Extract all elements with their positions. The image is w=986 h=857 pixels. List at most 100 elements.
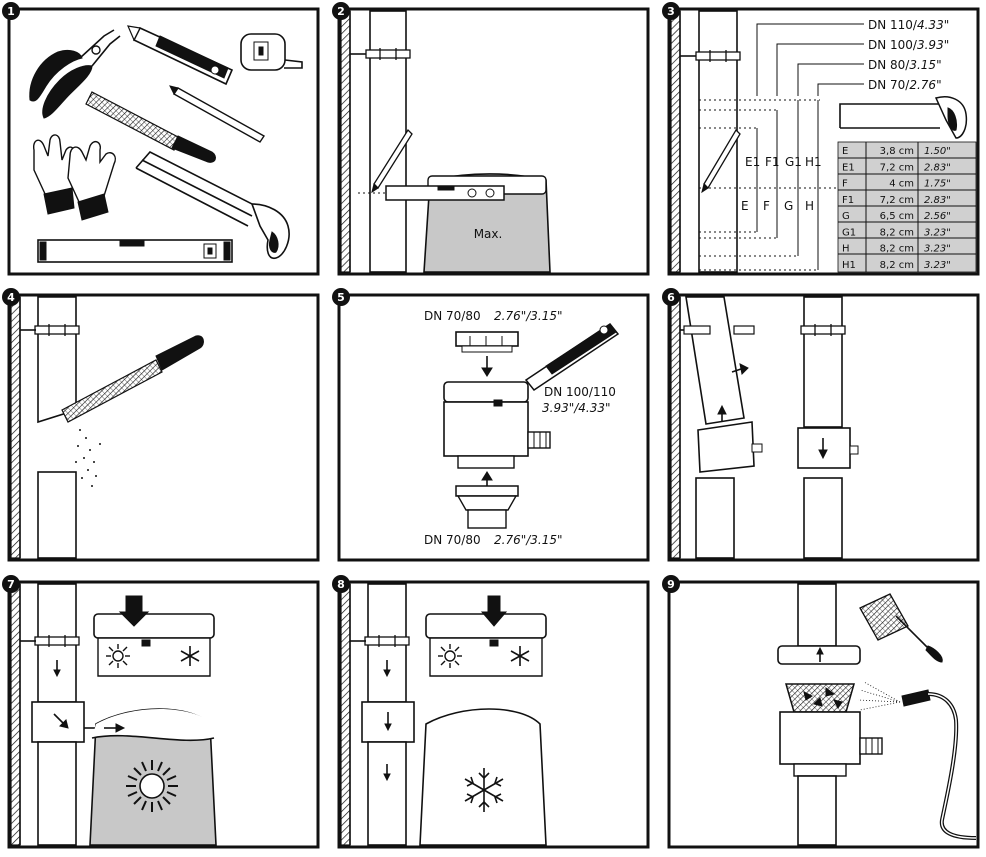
svg-text:2: 2 [337,5,345,18]
table-cm-cell: 6,5 cm [880,211,914,222]
rain-collector-body [443,381,551,469]
step-badge-6: 6 [662,288,680,306]
svg-text:2.76"/3.15": 2.76"/3.15" [494,533,563,547]
table-code-cell: F1 [842,195,854,206]
step-badge-7: 7 [2,575,20,593]
table-code-cell: G [842,211,850,222]
table-cm-cell: 7,2 cm [880,162,914,173]
step-badge-9: 9 [662,575,680,593]
svg-text:DN 100/110: DN 100/110 [544,385,616,399]
dimension-letters: E1 F1 G1 H1 E F G H [741,155,822,213]
panel-9-cleaning [667,580,980,849]
svg-text:1: 1 [7,5,15,18]
table-inch-cell: 1.50" [924,146,951,157]
table-inch-cell: 2.56" [924,211,951,222]
svg-text:DN 70/80: DN 70/80 [424,533,481,547]
lid-inset [425,595,547,677]
dn-labels: DN 110/4.33" DN 100/3.93" DN 80/3.15" DN… [868,18,949,92]
panel-2-mark-height: Max. [337,7,650,276]
table-code-cell: G1 [842,227,856,238]
push-arrow-icon [118,595,150,627]
svg-text:G1: G1 [785,155,802,169]
top-adapter-ring [455,331,519,353]
panel-1-tools [7,7,320,276]
svg-text:8: 8 [337,578,345,591]
sun-icon [126,760,178,812]
svg-text:H: H [805,199,814,213]
table-inch-cell: 1.75" [924,179,951,190]
svg-text:2.76"/3.15": 2.76"/3.15" [494,309,563,323]
step-badge-3: 3 [662,2,680,20]
leaves-icon [803,687,843,709]
panel-8-winter-mode [337,580,650,849]
max-label: Max. [474,227,503,241]
svg-text:DN 70/2.76": DN 70/2.76" [868,78,942,92]
spray-nozzle-icon [857,681,977,840]
dimension-arrows [756,100,819,270]
table-code-cell: E [842,146,848,157]
snowflake-icon [180,646,200,666]
spirit-level-icon [37,239,233,263]
hacksaw-icon [135,151,290,260]
sun-icon [106,644,130,668]
svg-text:DN 80/3.15": DN 80/3.15" [868,58,942,72]
utility-knife-icon [524,322,620,392]
table-cm-cell: 3,8 cm [880,146,914,157]
hacksaw-icon [839,96,968,139]
svg-text:F1: F1 [765,155,780,169]
step-badges: 1 2 3 4 5 6 7 8 9 [2,2,680,593]
table-cm-cell: 8,2 cm [880,244,914,255]
panel-6-insert-collector [667,293,980,562]
metal-filings [75,429,101,487]
utility-knife-icon [127,25,234,86]
svg-text:9: 9 [667,578,675,591]
tape-measure-icon [240,33,303,71]
svg-text:H1: H1 [805,155,822,169]
dn-leaders [756,23,864,96]
rain-collector-body [779,711,861,765]
pencil-icon [169,85,266,143]
svg-text:E1: E1 [745,155,760,169]
svg-text:E: E [741,199,749,213]
table-code-cell: H1 [842,260,856,271]
svg-text:7: 7 [7,578,15,591]
brush-icon [859,593,943,663]
table-cm-cell: 8,2 cm [880,227,914,238]
step-badge-4: 4 [2,288,20,306]
pliers-icon [29,29,121,119]
svg-text:3: 3 [667,5,675,18]
snowflake-icon [510,646,530,666]
file-tool-icon [61,335,204,423]
table-cm-cell: 8,2 cm [880,260,914,271]
table-inch-cell: 3.23" [924,227,951,238]
panel-3-dimensions: DN 110/4.33" DN 100/3.93" DN 80/3.15" DN… [667,7,980,276]
step-badge-1: 1 [2,2,20,20]
step-badge-2: 2 [332,2,350,20]
svg-text:F: F [763,199,770,213]
push-arrow-icon [480,595,508,627]
svg-text:4: 4 [7,291,15,304]
panel-7-summer-mode [7,580,320,849]
svg-text:DN 70/80: DN 70/80 [424,309,481,323]
table-inch-cell: 3.23" [924,260,951,271]
svg-text:DN 100/3.93": DN 100/3.93" [868,38,949,52]
collector-lid [777,645,861,665]
table-cm-cell: 7,2 cm [880,195,914,206]
table-code-cell: E1 [842,162,855,173]
svg-text:DN 110/4.33": DN 110/4.33" [868,18,949,32]
panel-4-file-edge [7,293,320,562]
sun-icon [438,644,462,668]
step-badge-8: 8 [332,575,350,593]
table-inch-cell: 2.83" [924,162,951,173]
svg-text:G: G [784,199,793,213]
step-badge-5: 5 [332,288,350,306]
table-code-cell: H [842,244,850,255]
table-inch-cell: 2.83" [924,195,951,206]
svg-text:5: 5 [337,291,345,304]
table-inch-cell: 3.23" [924,244,951,255]
table-code-cell: F [842,179,848,190]
file-tool-icon [85,91,216,163]
panel-5-adapter-sizes: DN 70/80 2.76"/3.15" DN 1 [337,293,650,562]
